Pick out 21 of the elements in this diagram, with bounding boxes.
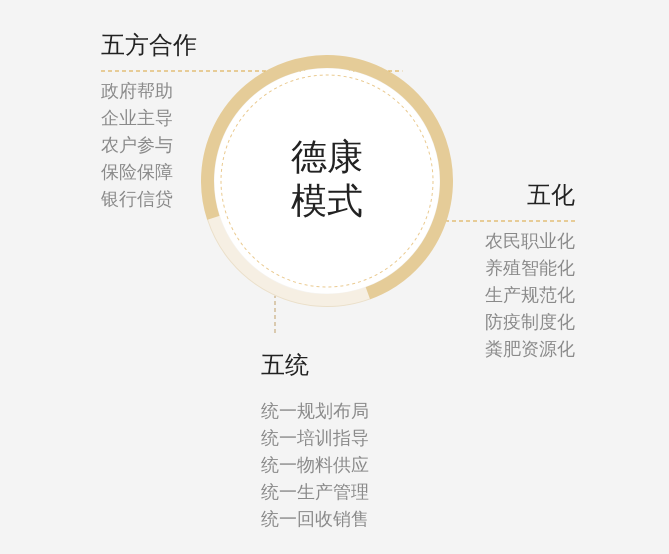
list-item: 统一生产管理: [261, 481, 369, 505]
center-title: 德康模式: [290, 136, 364, 224]
list-item: 保险保障: [101, 161, 173, 185]
list-item: 统一物料供应: [261, 454, 369, 478]
list-item: 养殖智能化: [485, 257, 575, 281]
list-item: 粪肥资源化: [485, 338, 575, 362]
list-item: 农民职业化: [485, 230, 575, 254]
group-heading: 五化: [527, 180, 575, 210]
leader-line: [446, 220, 576, 222]
group-heading: 五方合作: [101, 30, 197, 60]
list-item: 政府帮助: [101, 80, 173, 104]
list-item: 防疫制度化: [485, 311, 575, 335]
list-item: 农户参与: [101, 134, 173, 158]
list-item: 统一培训指导: [261, 427, 369, 451]
list-item: 统一回收销售: [261, 508, 369, 532]
list-item: 统一规划布局: [261, 400, 369, 424]
list-item: 企业主导: [101, 107, 173, 131]
list-item: 银行信贷: [101, 188, 173, 212]
leader-line: [274, 295, 276, 334]
list-item: 生产规范化: [485, 284, 575, 308]
group-heading: 五统: [261, 350, 309, 380]
